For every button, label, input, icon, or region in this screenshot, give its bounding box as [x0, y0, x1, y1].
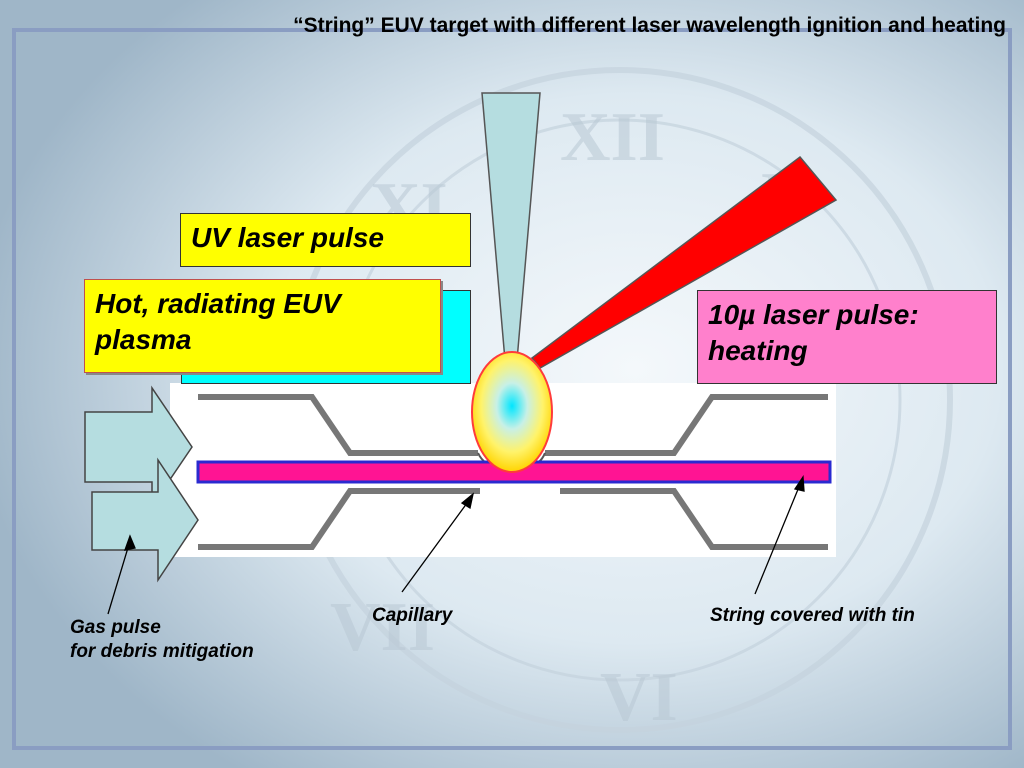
- svg-text:VI: VI: [600, 659, 678, 736]
- euv-plasma: [471, 351, 553, 473]
- gas-pulse-arrow-lower: [91, 457, 199, 583]
- string-caption: String covered with tin: [710, 605, 915, 626]
- gas-pulse-caption-line1: Gas pulse: [70, 617, 161, 638]
- gas-pulse-caption-line2: for debris mitigation: [70, 641, 254, 662]
- capillary-walls: [198, 394, 828, 550]
- uv-laser-pulse-label: UV laser pulse: [180, 213, 471, 267]
- slide-frame: [12, 28, 1012, 750]
- euv-plasma-label: Hot, radiating EUV plasma: [84, 279, 441, 373]
- svg-text:XII: XII: [560, 99, 665, 176]
- heating-laser-pulse-label: 10µ laser pulse: heating: [697, 290, 997, 384]
- slide-title: “String” EUV target with different laser…: [293, 14, 1006, 37]
- callout-pointers: [107, 475, 805, 615]
- gas-pulse-caption: Gas pulse for debris mitigation: [70, 616, 254, 664]
- capillary-caption: Capillary: [372, 605, 453, 626]
- svg-text:VII: VII: [330, 589, 435, 666]
